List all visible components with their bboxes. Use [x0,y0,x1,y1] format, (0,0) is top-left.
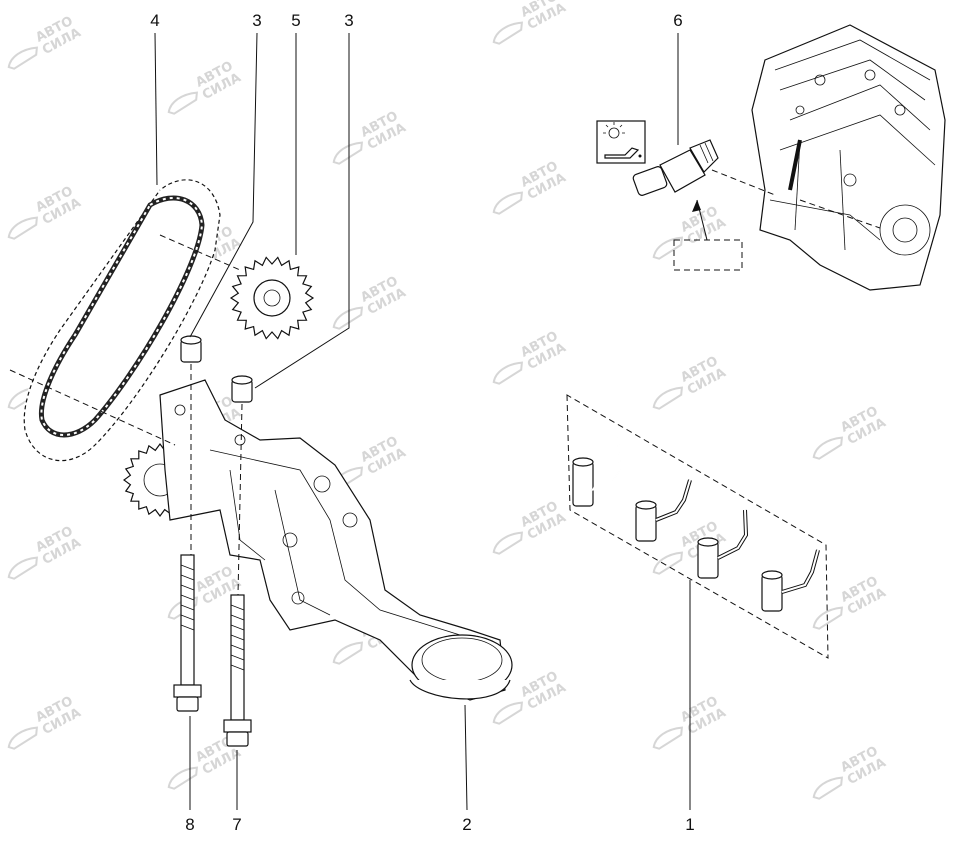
car-logo-icon [812,436,844,460]
car-logo-icon [332,141,364,165]
oil-pressure-switch-icon [632,139,719,196]
car-logo-icon [167,91,199,115]
car-logo-icon [812,606,844,630]
car-logo-icon [652,386,684,410]
callout-8: 8 [185,815,194,834]
car-logo-icon [492,191,524,215]
engine-block-icon [751,24,946,291]
oil-pump-icon [122,379,513,701]
leader-lines [154,32,691,811]
bolt-icon [173,554,252,747]
axis-lines [9,169,881,596]
car-logo-icon [492,361,524,385]
car-logo-icon [167,766,199,790]
car-logo-icon [492,21,524,45]
car-logo-icon [7,216,39,240]
car-logo-icon [652,236,684,260]
oil-pressure-warning-icon [596,120,646,164]
callout-5: 5 [291,11,300,30]
callout-1: 1 [685,815,694,834]
car-logo-icon [652,551,684,575]
dowel-bush-icon [180,335,253,403]
oil-jet-pipe-icon [566,394,829,659]
car-logo-icon [332,641,364,665]
car-logo-icon [7,556,39,580]
car-logo-icon [812,776,844,800]
callout-4: 4 [150,11,159,30]
car-logo-icon [652,726,684,750]
car-logo-icon [492,701,524,725]
car-logo-icon [492,531,524,555]
car-logo-icon [7,726,39,750]
callout-6: 6 [673,11,682,30]
callout-labels: 4 3 5 3 6 8 7 2 1 [150,11,694,834]
callout-2: 2 [462,815,471,834]
callout-3b: 3 [344,11,353,30]
sprocket-icon [229,256,315,340]
timing-chain-icon [22,178,222,462]
car-logo-icon [7,46,39,70]
callout-3: 3 [252,11,261,30]
car-logo-icon [332,306,364,330]
connector-placeholder [673,239,743,271]
callout-7: 7 [232,815,241,834]
